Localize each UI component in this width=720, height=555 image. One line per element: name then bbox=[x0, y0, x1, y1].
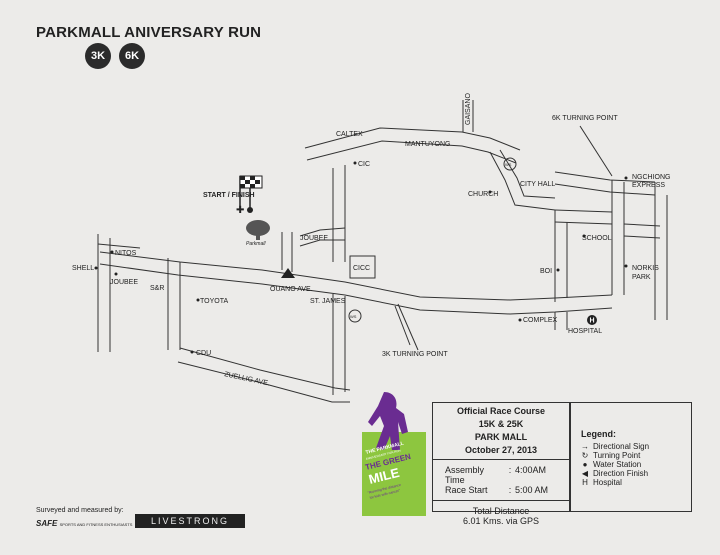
label-hospital: HOSPITAL bbox=[568, 328, 602, 335]
parkmall-tree-icon bbox=[246, 220, 270, 240]
label-start-finish: START / FINISH bbox=[203, 192, 255, 199]
label-ws-1: WS bbox=[505, 162, 512, 167]
page-title: PARKMALL ANIVERSARY RUN bbox=[36, 24, 262, 41]
label-express: EXPRESS bbox=[632, 182, 665, 189]
label-joubee-upper: JOUBEE bbox=[300, 235, 328, 242]
info-line-1: Official Race Course bbox=[456, 406, 546, 416]
info-line-4: October 27, 2013 bbox=[464, 445, 538, 455]
hospital-marker-icon bbox=[587, 315, 597, 325]
turn3k-pointer bbox=[394, 305, 411, 346]
label-norkis: NORKIS bbox=[632, 265, 659, 272]
legend-item: ●Water Station bbox=[577, 460, 685, 469]
legend-box: Legend: →Directional Sign ↻Turning Point… bbox=[570, 402, 692, 512]
label-joubee-lower: JOUBEE bbox=[110, 279, 138, 286]
legend-item: ↻Turning Point bbox=[577, 451, 685, 460]
assembly-time-row: Assembly Time:4:00AM bbox=[445, 465, 547, 485]
label-nitos: NITOS bbox=[115, 250, 137, 257]
label-zuellig-ave: ZUELLIG AVE. bbox=[224, 371, 271, 387]
total-distance-label: Total Distance bbox=[472, 506, 530, 516]
label-ngchiong: NGCHIONG bbox=[632, 174, 671, 181]
label-mantuyong: MANTUYONG bbox=[405, 141, 451, 148]
safe-logo: SAFE SPORTS AND FITNESS ENTHUSIASTS bbox=[36, 519, 133, 528]
label-6k-turning-point: 6K TURNING POINT bbox=[552, 115, 618, 122]
race-info-box: Official Race Course 15K & 25K PARK MALL… bbox=[432, 402, 570, 526]
label-st-james: ST. JAMES bbox=[310, 298, 346, 305]
label-church: CHURCH bbox=[468, 191, 498, 198]
label-shell: SHELL bbox=[72, 265, 94, 272]
badge-3k[interactable]: 3K bbox=[85, 43, 111, 69]
badge-6k[interactable]: 6K bbox=[119, 43, 145, 69]
turn6k-pointer bbox=[579, 125, 613, 177]
label-cicc: CICC bbox=[353, 265, 370, 272]
label-snr: S&R bbox=[150, 285, 164, 292]
label-3k-turning-point: 3K TURNING POINT bbox=[382, 351, 448, 358]
label-ws-2: WS bbox=[350, 314, 357, 319]
start-finish-flag-icon: ✚ bbox=[236, 175, 263, 216]
label-cic: CIC bbox=[358, 161, 370, 168]
label-city-hall: CITY HALL bbox=[520, 181, 555, 188]
legend-title: Legend: bbox=[581, 429, 616, 439]
label-ouano-ave: OUANO AVE. bbox=[270, 286, 313, 293]
svg-text:for kids with cancer": for kids with cancer" bbox=[369, 488, 401, 500]
label-boi: BOI bbox=[540, 268, 552, 275]
direction-finish-icon: ◀ bbox=[581, 469, 589, 478]
race-start-row: Race Start:5:00 AM bbox=[445, 485, 549, 495]
cicc-building bbox=[349, 255, 376, 279]
label-park: PARK bbox=[632, 274, 651, 281]
poi-dots bbox=[94, 161, 628, 354]
label-toyota: TOYOTA bbox=[200, 298, 228, 305]
label-parkmall-logo: Parkmall bbox=[246, 241, 266, 247]
turning-point-icon: ↻ bbox=[581, 451, 589, 460]
label-gaisano: GAISANO bbox=[465, 93, 472, 125]
runner-silhouette-icon bbox=[368, 392, 408, 450]
legend-item: →Directional Sign bbox=[577, 442, 685, 451]
legend-item: ◀Direction Finish bbox=[577, 469, 685, 478]
water-station-icon bbox=[348, 157, 517, 323]
label-complex: COMPLEX bbox=[523, 317, 558, 324]
hospital-legend-icon: H bbox=[582, 478, 588, 487]
label-caltex: CALTEX bbox=[336, 131, 363, 138]
landmark-triangle-icon bbox=[281, 268, 295, 278]
svg-text:MILE: MILE bbox=[367, 465, 401, 487]
total-distance-value: 6.01 Kms. via GPS bbox=[462, 516, 540, 526]
label-cdu: CDU bbox=[196, 350, 211, 357]
livestrong-logo: LIVESTRONG bbox=[135, 514, 245, 528]
svg-text:H: H bbox=[590, 318, 595, 325]
label-school: SCHOOL bbox=[582, 235, 612, 242]
green-mile-poster: THE PARKMALL ANNIVERSARY FUN RUN THE GRE… bbox=[362, 392, 426, 516]
info-line-3: PARK MALL bbox=[474, 432, 528, 442]
info-line-2: 15K & 25K bbox=[478, 419, 524, 429]
road-network bbox=[97, 100, 668, 403]
surveyed-by-text: Surveyed and measured by: bbox=[36, 507, 124, 514]
svg-text:✚: ✚ bbox=[236, 205, 244, 216]
water-station-legend-icon: ● bbox=[582, 460, 588, 469]
directional-sign-icon: → bbox=[581, 442, 589, 451]
